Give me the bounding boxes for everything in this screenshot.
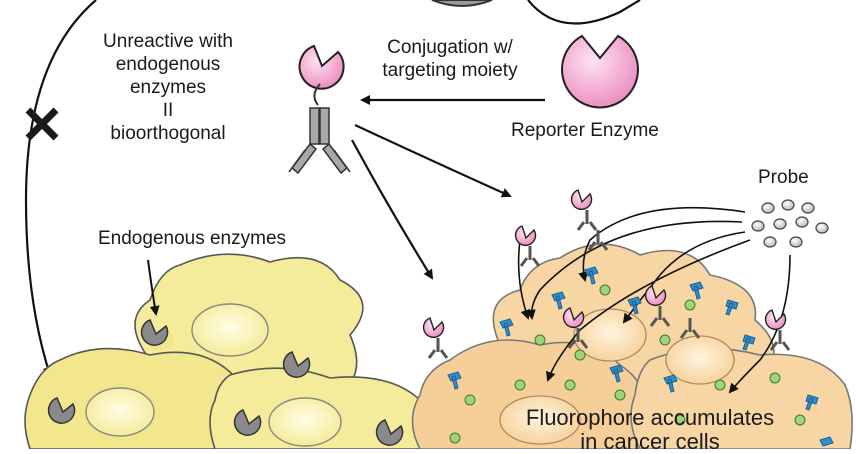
conjugation-line-2: targeting moiety xyxy=(382,60,518,81)
top-gray-object xyxy=(431,0,493,7)
reporter-enzyme-icon xyxy=(561,34,639,109)
unreactive-line-3: enzymes xyxy=(129,77,207,98)
endogenous-enzymes-label: Endogenous enzymes xyxy=(98,228,287,249)
normal-cells xyxy=(24,253,435,449)
unreactive-line-4: II xyxy=(162,100,174,121)
probe-dots xyxy=(751,199,829,248)
probe-molecule-pins xyxy=(447,266,834,447)
top-curve-arrow xyxy=(527,0,641,25)
endogenous-enzyme-icons xyxy=(47,319,404,446)
probe-label: Probe xyxy=(758,167,809,188)
conjugation-line-1: Conjugation w/ xyxy=(387,37,513,58)
bioorthogonal-arrow xyxy=(24,0,97,377)
targeting-arrow-1 xyxy=(354,124,512,198)
enzyme-antibody-conjugate xyxy=(288,44,351,175)
fluorophore-line-1: Fluorophore accumulates xyxy=(525,405,775,430)
fluorophore-line-2: in cancer cells xyxy=(580,429,720,454)
x-mark-icon xyxy=(25,107,59,141)
unreactive-line-2: endogenous xyxy=(115,54,221,75)
targeting-arrow-2 xyxy=(351,139,434,280)
bound-enzyme-conjugates xyxy=(422,189,791,359)
fluorophore-label: Fluorophore accumulates in cancer cells xyxy=(510,406,790,454)
unreactive-line-1: Unreactive with xyxy=(103,31,233,52)
reporter-enzyme-label: Reporter Enzyme xyxy=(511,120,659,141)
endogenous-pointer-arrow xyxy=(147,259,160,316)
unreactive-line-5: bioorthogonal xyxy=(110,123,226,144)
fluorophore-stars xyxy=(449,284,806,444)
unreactive-label: Unreactive with endogenous enzymes II bi… xyxy=(78,30,258,145)
conjugation-label: Conjugation w/ targeting moiety xyxy=(360,36,540,82)
